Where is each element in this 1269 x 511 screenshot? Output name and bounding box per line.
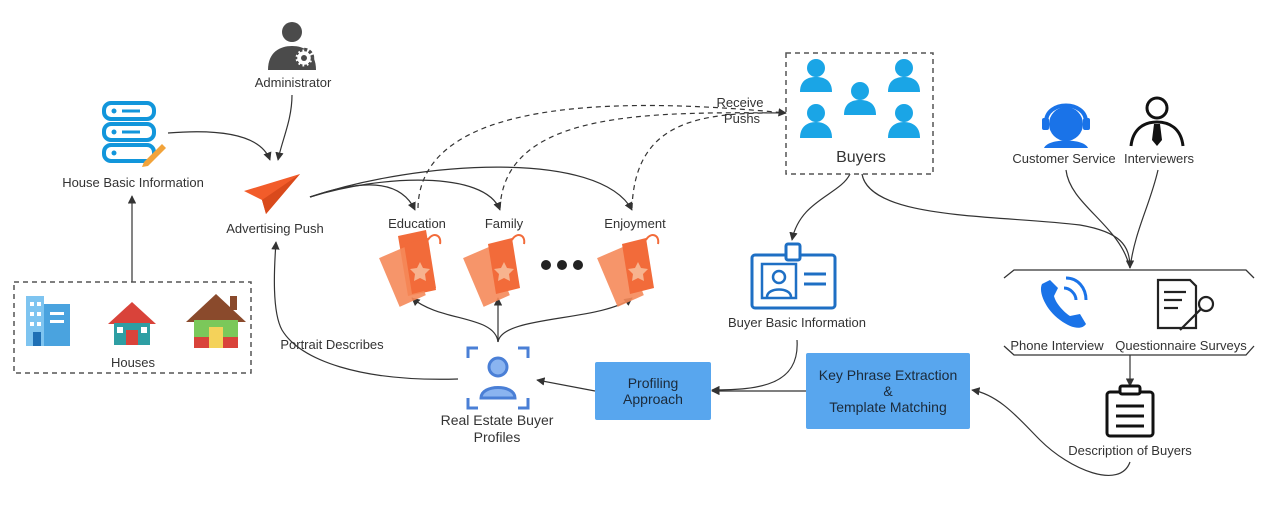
enjoyment-label: Enjoyment <box>604 216 666 231</box>
receive-pushs-line2: Pushs <box>723 111 761 126</box>
profiles-line2: Profiles <box>473 429 521 445</box>
dashed-family-to-buyers <box>499 112 787 209</box>
arrow-customer-service-to-panel <box>1065 169 1131 269</box>
receive-pushs-line1: Receive <box>716 95 764 110</box>
family-label: Family <box>484 216 524 231</box>
key-phrase-line3: Template Matching <box>829 399 947 415</box>
id-card-icon <box>750 242 837 310</box>
building-icon <box>26 296 70 346</box>
profiling-line1: Profiling <box>627 375 679 391</box>
arrow-push-to-family <box>309 179 502 211</box>
ellipsis-icon <box>541 260 583 270</box>
arrow-admin-to-push <box>275 94 293 161</box>
customer-service-icon <box>1042 103 1090 148</box>
profiling-line2: Approach <box>623 391 683 407</box>
arrow-push-to-enjoyment <box>309 166 633 211</box>
buyers-label: Buyers <box>836 149 886 166</box>
arrow-buyer-info-to-profiling <box>711 339 798 395</box>
portrait-describes-label: Portrait Describes <box>280 337 384 352</box>
key-phrase-line2: & <box>883 383 893 399</box>
clipboard-list-icon <box>1105 384 1155 438</box>
buyers-group-border <box>785 52 934 175</box>
administrator-icon <box>268 22 316 70</box>
tag-icon-education <box>379 230 442 307</box>
questionnaire-icon <box>1156 278 1215 331</box>
arrow-profiles-to-education <box>411 297 499 343</box>
home-icon <box>186 294 246 348</box>
dashed-enjoyment-to-buyers <box>631 112 787 209</box>
arrow-profiling-to-profiles <box>536 377 596 392</box>
profile-scan-icon <box>466 346 530 410</box>
arrow-interviewers-to-panel <box>1129 169 1159 269</box>
key-phrase-extraction-box: Key Phrase Extraction & Template Matchin… <box>806 353 970 429</box>
education-label: Education <box>388 216 446 231</box>
buyer-basic-info-label: Buyer Basic Information <box>727 315 867 330</box>
house-icon <box>108 302 156 345</box>
arrow-buyers-to-interview-panel <box>861 173 1135 269</box>
paper-plane-icon <box>244 174 300 214</box>
questionnaire-surveys-label: Questionnaire Surveys <box>1115 338 1247 353</box>
arrow-profiles-to-enjoyment <box>497 297 633 343</box>
profiles-line1: Real Estate Buyer <box>440 412 554 428</box>
houses-label: Houses <box>110 355 156 370</box>
server-icon <box>102 101 166 167</box>
description-of-buyers-label: Description of Buyers <box>1068 443 1192 458</box>
buyers-people-icon <box>800 59 920 138</box>
interviewers-label: Interviewers <box>1123 151 1195 166</box>
house-basic-info-label: House Basic Information <box>62 175 204 190</box>
arrow-profiles-to-push <box>271 241 459 380</box>
phone-icon <box>1040 276 1088 328</box>
arrow-buyers-to-buyer-info <box>789 173 851 241</box>
connectors <box>127 94 1159 477</box>
interview-panel-bracket <box>1003 269 1255 356</box>
phone-interview-label: Phone Interview <box>1010 338 1104 353</box>
advertising-push-label: Advertising Push <box>226 221 324 236</box>
interviewer-icon <box>1129 96 1185 147</box>
arrow-house-info-to-push <box>167 131 272 161</box>
arrow-description-to-keyphrase <box>971 387 1131 477</box>
tag-icon-family <box>463 234 526 307</box>
arrow-push-to-education <box>309 184 416 211</box>
houses-group-border <box>13 281 252 374</box>
key-phrase-line1: Key Phrase Extraction <box>818 367 958 383</box>
dashed-education-to-buyers <box>417 104 787 209</box>
tag-icon-enjoyment <box>597 234 660 307</box>
administrator-label: Administrator <box>254 75 332 90</box>
customer-service-label: Customer Service <box>1012 151 1116 166</box>
profiling-approach-box: Profiling Approach <box>595 362 711 420</box>
